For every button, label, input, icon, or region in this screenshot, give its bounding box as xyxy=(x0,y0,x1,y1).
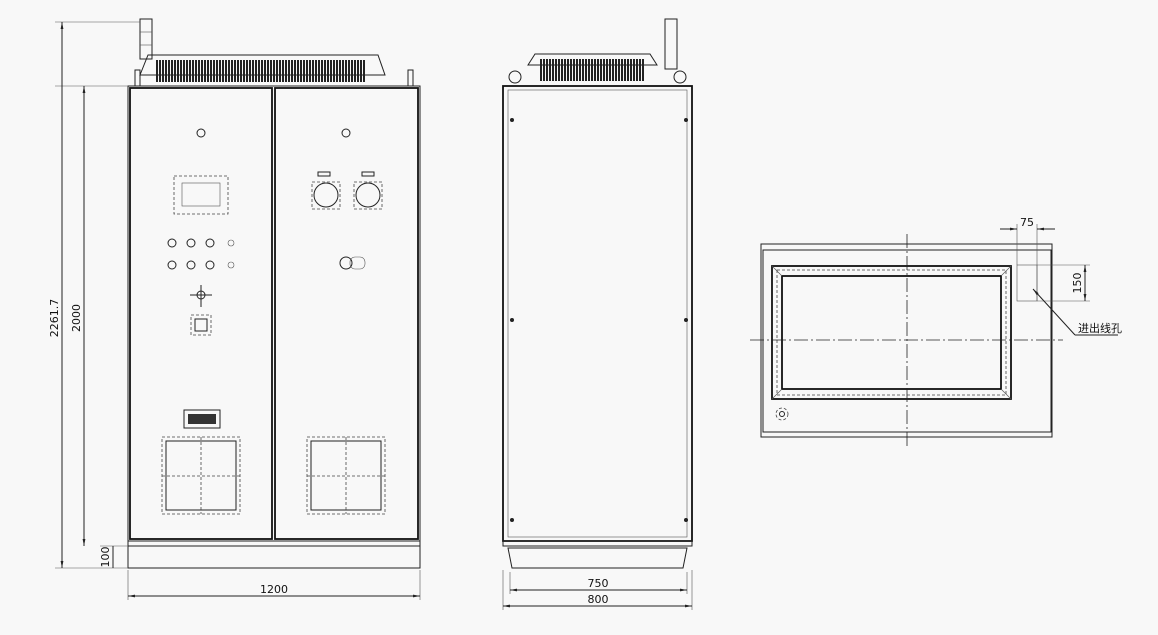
emergency-stop xyxy=(190,314,212,336)
dim-cabinet-height: 2000 xyxy=(70,304,83,332)
side-panel xyxy=(502,85,693,542)
plan-view: 75 150 进出线孔 xyxy=(750,216,1122,446)
base-outline xyxy=(760,243,1053,438)
hmi-display xyxy=(181,182,221,207)
dim-hole-width: 75 xyxy=(1020,216,1034,229)
meter-ammeter xyxy=(353,181,383,210)
vent-grille xyxy=(155,60,365,82)
side-view: 750 800 xyxy=(502,18,693,610)
signal-tower xyxy=(664,18,678,70)
dim-width: 1200 xyxy=(260,583,288,596)
left-door xyxy=(129,87,273,540)
cable-hole-label: 进出线孔 xyxy=(1078,321,1122,335)
push-buttons xyxy=(167,238,235,270)
dim-base-height: 100 xyxy=(99,547,112,568)
base-opening-frame xyxy=(771,265,1012,400)
vent-grille xyxy=(540,59,645,81)
door-lock xyxy=(339,256,366,270)
ground-bolt xyxy=(775,407,789,421)
dim-hole-length: 150 xyxy=(1071,273,1084,294)
signal-tower xyxy=(139,18,153,60)
dim-total-height: 2261.7 xyxy=(48,299,61,338)
selector-switch xyxy=(190,285,212,307)
plinth xyxy=(507,547,688,569)
filter-vent-right xyxy=(306,436,386,515)
indicator-lamp xyxy=(196,128,206,138)
cabinet-body xyxy=(127,85,421,542)
dim-depth: 800 xyxy=(588,593,609,606)
right-door xyxy=(274,87,419,540)
filter-vent-left xyxy=(161,436,241,515)
dim-inner-depth: 750 xyxy=(588,577,609,590)
plinth xyxy=(127,545,421,569)
nameplate xyxy=(183,409,221,429)
side-dimensions xyxy=(502,570,693,610)
front-dimensions xyxy=(55,21,421,600)
hmi-screen xyxy=(173,175,229,215)
cable-entry-hole xyxy=(1016,264,1038,302)
meter-voltmeter xyxy=(311,181,341,210)
indicator-lamp xyxy=(341,128,351,138)
front-view: 2261.7 2000 100 1200 xyxy=(48,18,421,600)
